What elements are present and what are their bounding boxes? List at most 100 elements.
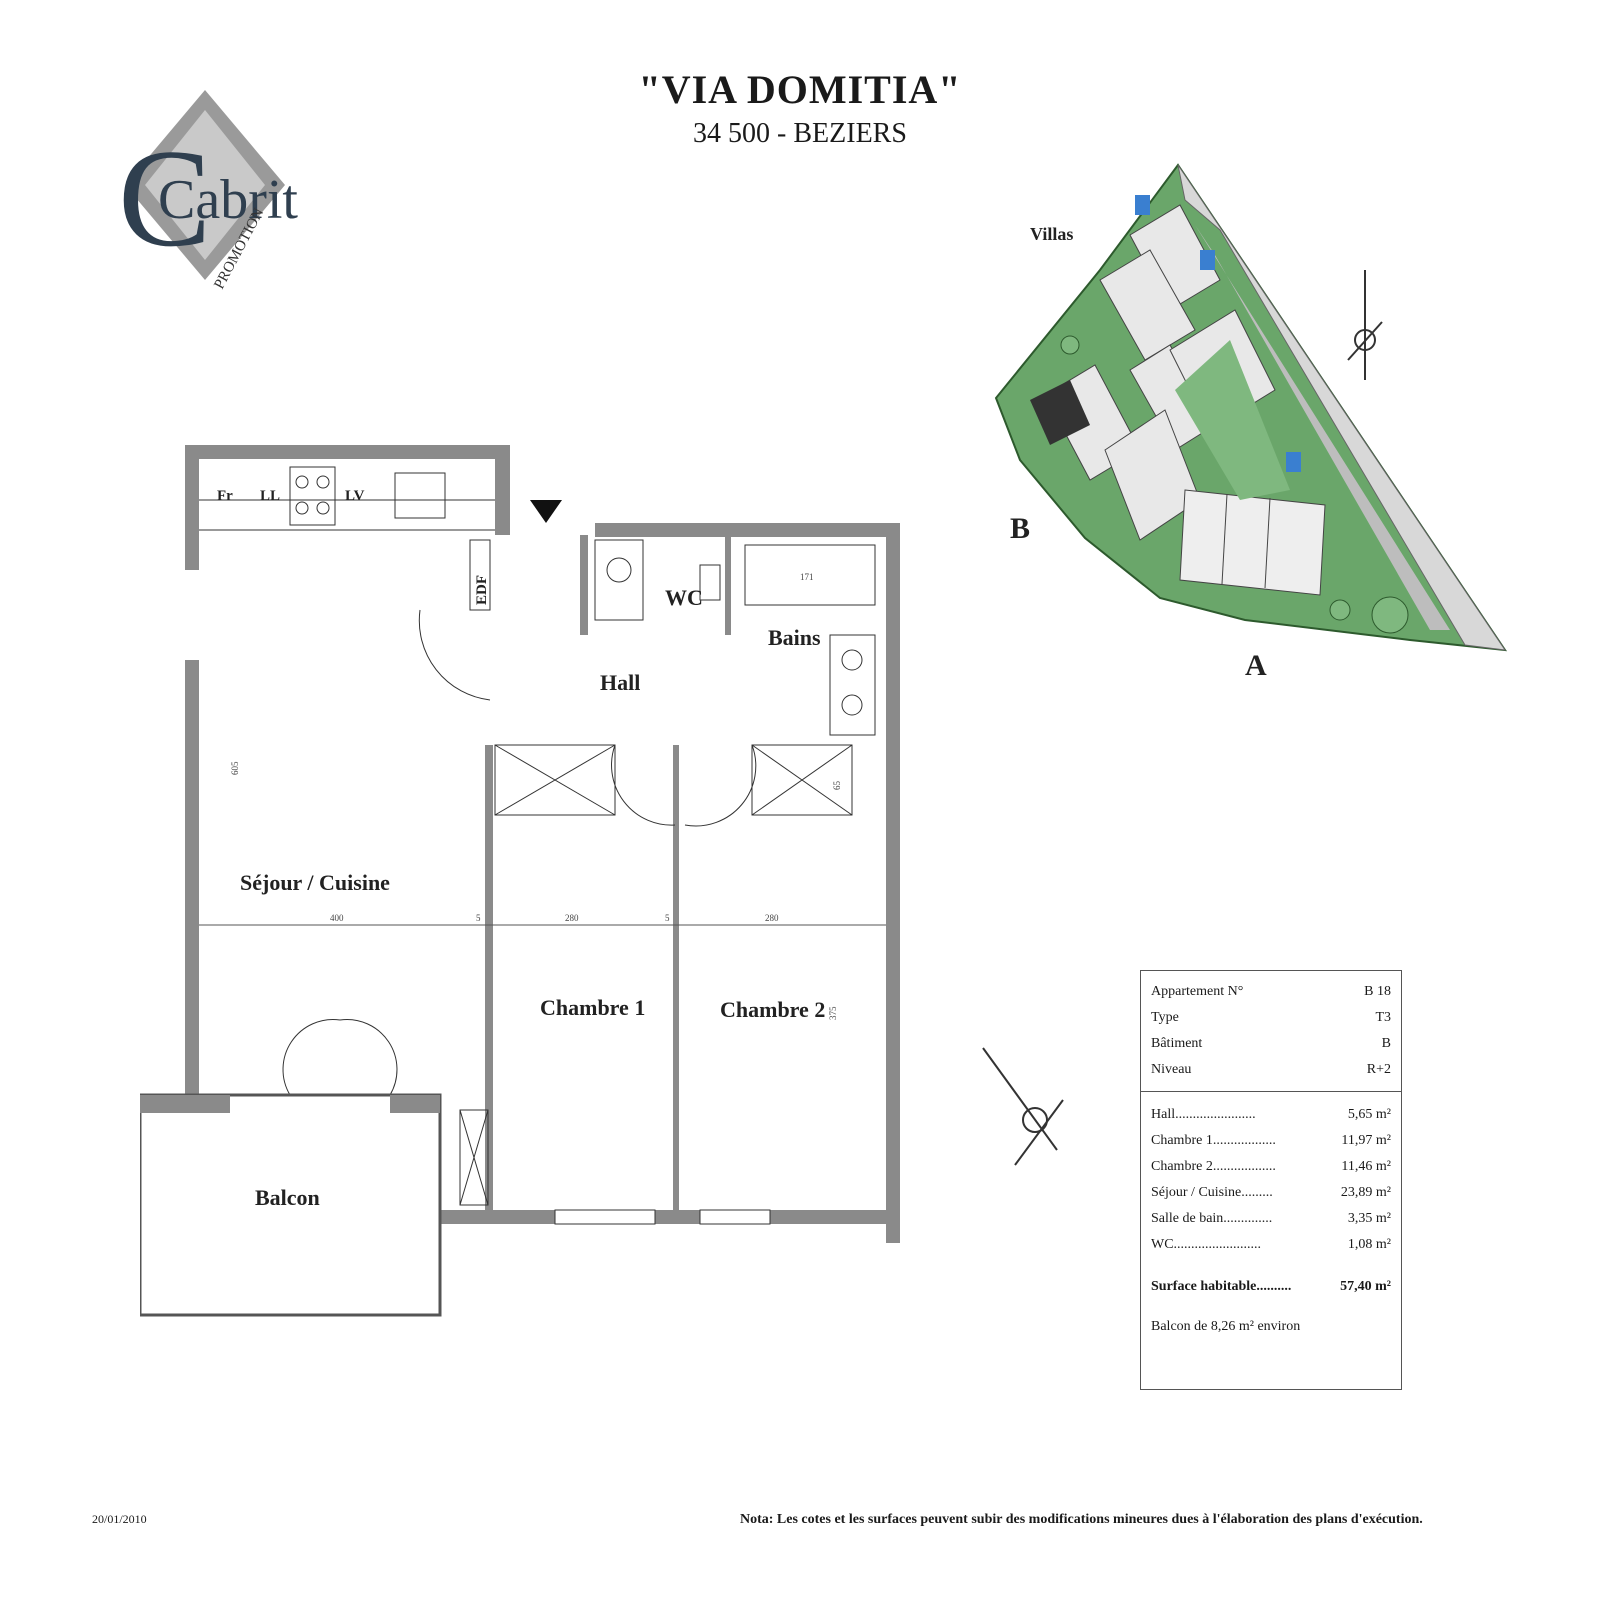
balcony-outline xyxy=(140,1093,442,1317)
plan-north-arrow-cross xyxy=(1014,1099,1064,1166)
surface-value: 1,08 m² xyxy=(1347,1237,1391,1252)
burner-4 xyxy=(316,501,330,515)
surface-value: 23,89 m² xyxy=(1340,1185,1391,1200)
french-door-left xyxy=(282,1019,341,1096)
parking-row-1 xyxy=(1195,225,1450,630)
north-arrow-cross xyxy=(1347,321,1383,361)
project-title: "VIA DOMITIA" xyxy=(638,67,962,112)
room-label-chambre1: Chambre 1 xyxy=(540,995,645,1020)
dim-chambre2-width: 280 xyxy=(765,913,779,923)
burner-1 xyxy=(295,475,309,489)
fridge-label: Fr xyxy=(217,488,233,504)
info-value: B 18 xyxy=(1364,984,1391,999)
bathtub xyxy=(744,544,876,606)
villa-2 xyxy=(1099,249,1196,361)
french-door-right xyxy=(339,1019,398,1096)
building-b-highlight xyxy=(1030,380,1090,445)
surface-label: Chambre 2.................. xyxy=(1151,1159,1276,1174)
surface-label: Chambre 1.................. xyxy=(1151,1133,1276,1148)
room-label-wc: WC xyxy=(665,585,703,610)
door-chambre2 xyxy=(684,744,757,827)
building-a-label: A xyxy=(1245,649,1267,680)
info-divider xyxy=(1141,1091,1401,1092)
toilet-fixture xyxy=(699,564,721,601)
surface-value: 11,46 m² xyxy=(1341,1159,1391,1174)
kitchen-sink xyxy=(394,472,446,519)
burner-3 xyxy=(295,501,309,515)
balcony-note: Balcon de 8,26 m² environ xyxy=(1151,1319,1301,1334)
surface-row: WC.........................1,08 m² xyxy=(1141,1232,1401,1258)
surface-label: Hall....................... xyxy=(1151,1107,1256,1122)
edf-label: EDF xyxy=(474,575,490,605)
info-row: Appartement N°B 18 xyxy=(1141,979,1401,1005)
balcony-wall-left xyxy=(140,1095,230,1113)
site-plan: Villas B A xyxy=(994,163,1508,680)
cabrita-logo: C Cabrita PROMOTION xyxy=(118,90,300,292)
wall-top-right xyxy=(595,523,900,537)
window-chambre1 xyxy=(554,1209,656,1225)
surface-value: 11,97 m² xyxy=(1341,1133,1391,1148)
door-chambre1 xyxy=(611,744,676,826)
room-label-balcon: Balcon xyxy=(255,1185,320,1210)
closet-chambre1-x2 xyxy=(494,744,616,816)
door-hall-sejour xyxy=(418,609,491,701)
shower-drain xyxy=(606,557,632,583)
logo-c-letter: C xyxy=(118,121,211,276)
surface-total-row: Surface habitable.......... 57,40 m² xyxy=(1141,1274,1401,1300)
dim-sejour-depth: 605 xyxy=(230,761,240,775)
dim-closet: 65 xyxy=(832,781,842,791)
logo-text: Cabrita xyxy=(158,169,300,231)
wall-bottom xyxy=(440,1210,900,1224)
wall-sejour-chambre1 xyxy=(485,745,493,1210)
surface-total-value: 57,40 m² xyxy=(1340,1279,1391,1294)
wall-wc-left xyxy=(580,535,588,635)
footnote: Nota: Les cotes et les surfaces peuvent … xyxy=(740,1512,1423,1527)
project-location: 34 500 - BEZIERS xyxy=(693,118,907,149)
wall-wc-right xyxy=(725,535,731,635)
courtyard xyxy=(1175,340,1290,500)
edf-panel xyxy=(469,539,491,611)
dim-chambre1-width: 280 xyxy=(565,913,579,923)
closet-sejour-x2 xyxy=(459,1109,489,1206)
dishwasher-label: LL xyxy=(260,488,280,504)
pool-marker-3 xyxy=(1286,452,1301,472)
villas-label: Villas xyxy=(1030,224,1073,244)
washing-machine-label: LV xyxy=(345,488,365,504)
wall-chambre1-chambre2 xyxy=(673,745,679,1210)
entrance-marker-icon xyxy=(530,500,562,523)
north-arrow-icon xyxy=(1347,270,1383,380)
tree-2 xyxy=(1329,599,1351,621)
surface-value: 5,65 m² xyxy=(1347,1107,1391,1122)
info-value: T3 xyxy=(1375,1010,1391,1025)
wall-left-lower xyxy=(185,660,199,1110)
closet-sejour xyxy=(459,1109,489,1206)
basin-1 xyxy=(841,649,863,671)
logo-diamond-inner xyxy=(145,110,265,260)
surface-row: Chambre 2.................. 11,46 m² xyxy=(1141,1154,1401,1180)
burner-2 xyxy=(316,475,330,489)
wall-left-upper xyxy=(185,445,199,570)
wall-kitchen-right xyxy=(495,445,510,535)
surface-label: Séjour / Cuisine......... xyxy=(1151,1185,1273,1200)
dim-wall-b: 5 xyxy=(665,913,670,923)
surface-value: 3,35 m² xyxy=(1347,1211,1391,1226)
plan-north-arrow-shaft xyxy=(982,1047,1058,1151)
info-value: R+2 xyxy=(1366,1062,1391,1077)
window-chambre2 xyxy=(699,1209,771,1225)
tree-1 xyxy=(1371,596,1409,634)
surface-row: Hall....................... 5,65 m² xyxy=(1141,1102,1401,1128)
surface-row: Salle de bain..............3,35 m² xyxy=(1141,1206,1401,1232)
dim-wall-a: 5 xyxy=(476,913,481,923)
surface-row: Chambre 1.................. 11,97 m² xyxy=(1141,1128,1401,1154)
room-label-bains: Bains xyxy=(768,625,821,650)
building-a-block xyxy=(1179,489,1326,596)
surface-total-label: Surface habitable.......... xyxy=(1151,1279,1292,1294)
closet-chambre2-x2 xyxy=(751,744,853,816)
dim-chambre-depth: 375 xyxy=(828,1006,838,1020)
info-label: Type xyxy=(1151,1010,1179,1025)
room-label-hall: Hall xyxy=(600,670,640,695)
balcony-wall-right xyxy=(390,1095,440,1113)
pool-marker-2 xyxy=(1200,250,1215,270)
